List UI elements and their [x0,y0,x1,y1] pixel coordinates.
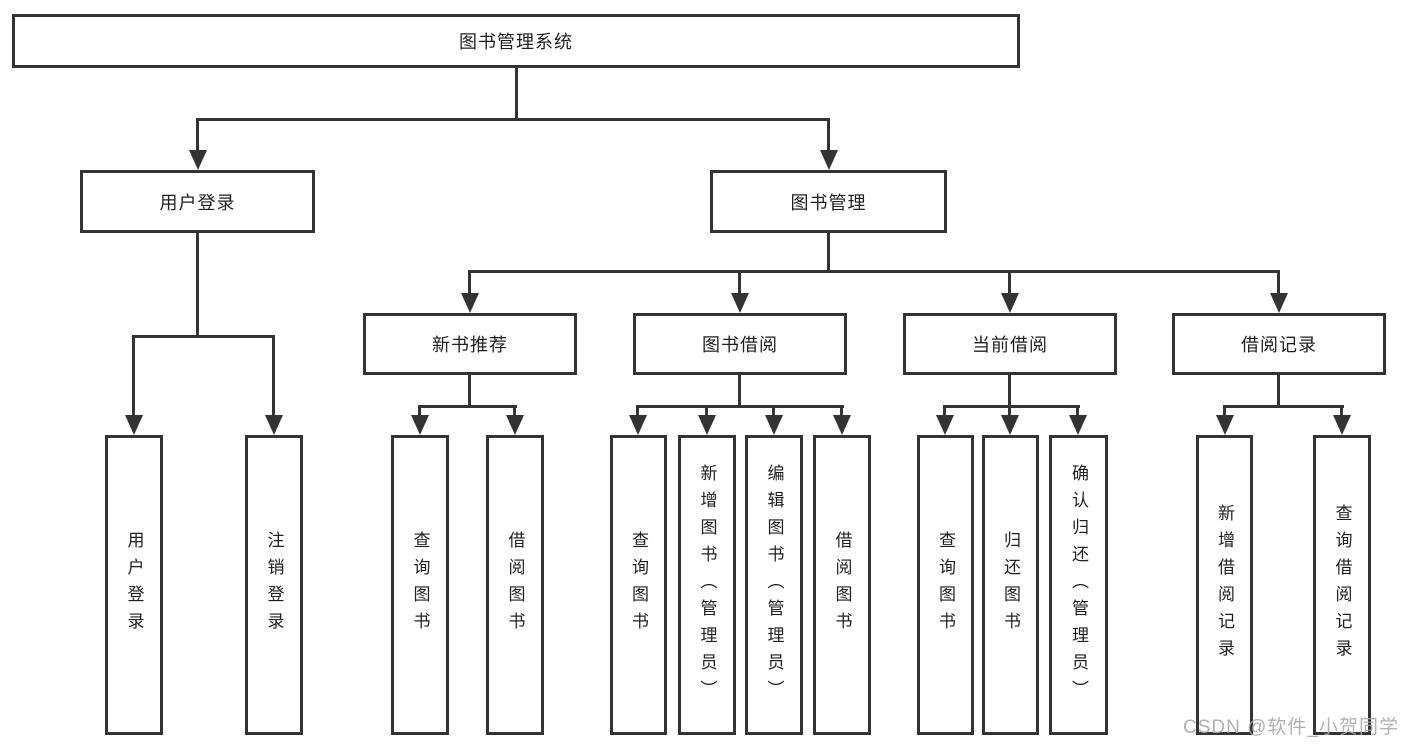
connector-vline [1008,270,1011,296]
connector-vline [1076,405,1079,419]
connector-vline [468,375,471,408]
arrow-down-icon [1333,415,1351,435]
connector-hline [132,335,274,338]
node-borrow-records: 借阅记录 [1172,313,1386,375]
leaf-borrow-edit-book-admin: 编辑图书（管理员） [745,435,803,735]
leaf-borrow-borrow-books: 借阅图书 [813,435,871,735]
connector-vline [1223,405,1226,419]
node-book-borrow: 图书借阅 [633,313,847,375]
leaf-logout: 注销登录 [245,435,303,735]
connector-vline [515,68,518,120]
node-new-book-recommend: 新书推荐 [363,313,577,375]
connector-vline [840,405,843,419]
arrow-down-icon [125,415,143,435]
node-user-login: 用户登录 [80,170,315,233]
connector-vline [196,118,199,155]
connector-vline [738,375,741,408]
connector-vline [1008,375,1011,408]
arrow-down-icon [1069,415,1087,435]
arrow-down-icon [461,293,479,313]
connector-vline [827,118,830,155]
connector-hline [196,118,830,121]
leaf-records-add-record: 新增借阅记录 [1196,435,1253,735]
leaf-borrow-add-book-admin: 新增图书（管理员） [678,435,736,735]
connector-hline [1223,405,1344,408]
connector-vline [1008,405,1011,419]
arrow-down-icon [698,415,716,435]
connector-vline [1277,270,1280,296]
connector-hline [468,270,1280,273]
connector-vline [772,405,775,419]
connector-vline [943,405,946,419]
arrow-down-icon [1216,415,1234,435]
node-root-system: 图书管理系统 [12,14,1020,68]
leaf-current-query-books: 查询图书 [917,435,974,735]
connector-hline [943,405,1080,408]
connector-vline [272,335,275,418]
arrow-down-icon [820,150,838,170]
arrow-down-icon [411,415,429,435]
connector-vline [1277,375,1280,408]
arrow-down-icon [731,293,749,313]
arrow-down-icon [765,415,783,435]
leaf-current-confirm-return-admin: 确认归还（管理员） [1049,435,1108,735]
arrow-down-icon [265,415,283,435]
connector-vline [636,405,639,419]
node-book-management: 图书管理 [710,170,947,233]
arrow-down-icon [936,415,954,435]
arrow-down-icon [833,415,851,435]
leaf-current-return-books: 归还图书 [982,435,1039,735]
arrow-down-icon [1001,293,1019,313]
arrow-down-icon [629,415,647,435]
connector-vline [196,233,199,338]
arrow-down-icon [506,415,524,435]
connector-hline [636,405,844,408]
leaf-user-login: 用户登录 [105,435,163,735]
connector-hline [418,405,517,408]
connector-vline [132,335,135,418]
leaf-newbook-borrow-books: 借阅图书 [486,435,544,735]
arrow-down-icon [1001,415,1019,435]
arrow-down-icon [1270,293,1288,313]
connector-vline [705,405,708,419]
connector-vline [468,270,471,296]
connector-vline [827,233,830,273]
connector-vline [513,405,516,419]
connector-vline [738,270,741,296]
node-current-borrow: 当前借阅 [903,313,1117,375]
csdn-watermark: CSDN @软件_小贺同学 [1183,717,1399,738]
leaf-records-query-record: 查询借阅记录 [1313,435,1371,735]
leaf-borrow-query-books: 查询图书 [610,435,667,735]
arrow-down-icon [189,150,207,170]
connector-vline [418,405,421,419]
leaf-newbook-query-books: 查询图书 [391,435,449,735]
connector-vline [1340,405,1343,419]
